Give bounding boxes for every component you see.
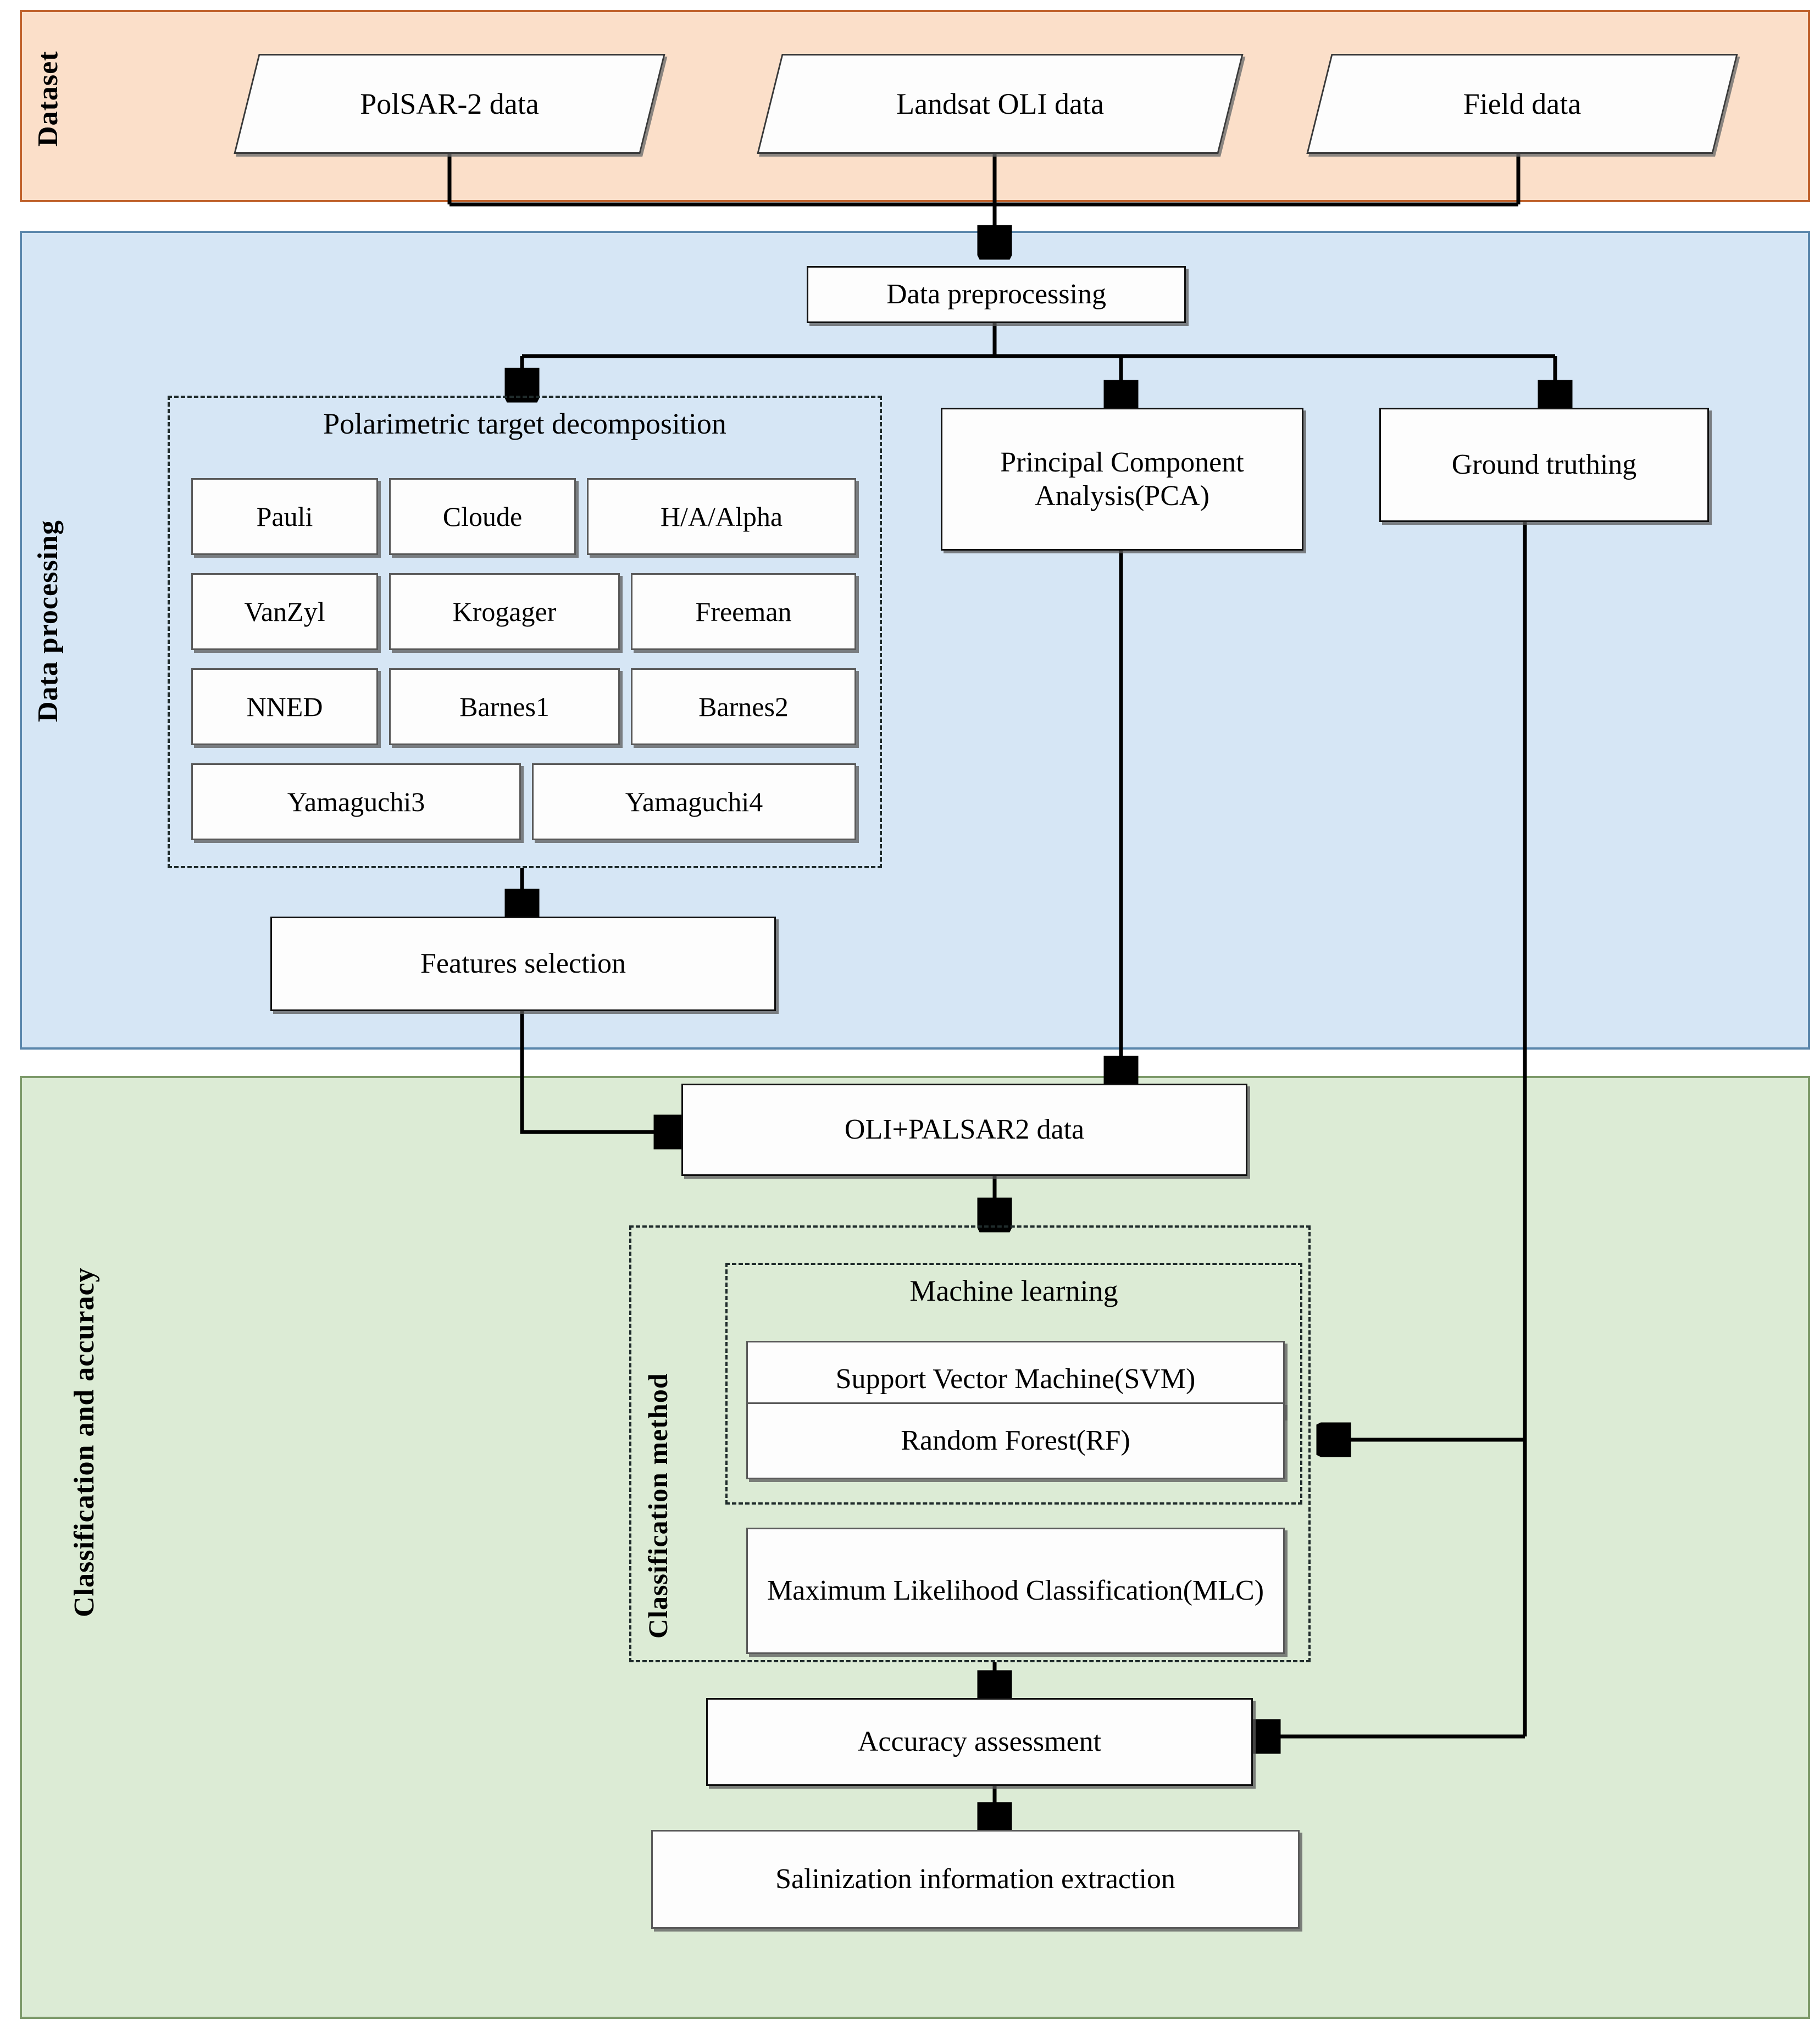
node-principal-component-analysis[interactable]: Principal Component Analysis(PCA) [941,408,1303,551]
node-accuracy-assessment[interactable]: Accuracy assessment [706,1698,1253,1786]
dataset-node-polsar[interactable]: PolSAR-2 data [234,54,665,154]
decomposition-method-cloude[interactable]: Cloude [389,478,576,555]
decomposition-method-yamaguchi3[interactable]: Yamaguchi3 [191,763,521,840]
node-fused-oli-palsar2-data[interactable]: OLI+PALSAR2 data [681,1084,1247,1176]
dataset-node-label: PolSAR-2 data [360,87,539,120]
group-title-classification-method: Classification method [642,1373,673,1639]
node-salinization-information-extraction[interactable]: Salinization information extraction [651,1830,1300,1929]
decomposition-method-yamaguchi4[interactable]: Yamaguchi4 [532,763,856,840]
section-label-data-processing: Data processing [32,520,64,722]
method-maximum-likelihood-classification[interactable]: Maximum Likelihood Classification(MLC) [746,1528,1285,1654]
dataset-node-field[interactable]: Field data [1306,54,1738,154]
node-ground-truthing[interactable]: Ground truthing [1379,408,1709,522]
group-machine-learning [725,1263,1302,1505]
group-classification-method [629,1225,1311,1662]
group-polarimetric-target-decomposition [168,396,882,868]
decomposition-method-vanzyl[interactable]: VanZyl [191,573,378,650]
dataset-node-label: Landsat OLI data [896,87,1104,120]
decomposition-method-barnes2[interactable]: Barnes2 [631,668,856,745]
decomposition-method-h-a-alpha[interactable]: H/A/Alpha [587,478,856,555]
method-random-forest[interactable]: Random Forest(RF) [746,1402,1285,1479]
decomposition-method-freeman[interactable]: Freeman [631,573,856,650]
dataset-node-landsat[interactable]: Landsat OLI data [757,54,1244,154]
node-data-preprocessing[interactable]: Data preprocessing [807,266,1186,323]
section-label-dataset: Dataset [32,51,64,147]
group-title-decomposition: Polarimetric target decomposition [323,407,726,440]
node-features-selection[interactable]: Features selection [270,917,776,1011]
decomposition-method-barnes1[interactable]: Barnes1 [389,668,620,745]
group-title-machine-learning: Machine learning [909,1274,1118,1307]
decomposition-method-krogager[interactable]: Krogager [389,573,620,650]
decomposition-method-nned[interactable]: NNED [191,668,378,745]
section-label-classification-accuracy: Classification and accuracy [69,1267,100,1618]
decomposition-method-pauli[interactable]: Pauli [191,478,378,555]
dataset-node-label: Field data [1463,87,1582,120]
